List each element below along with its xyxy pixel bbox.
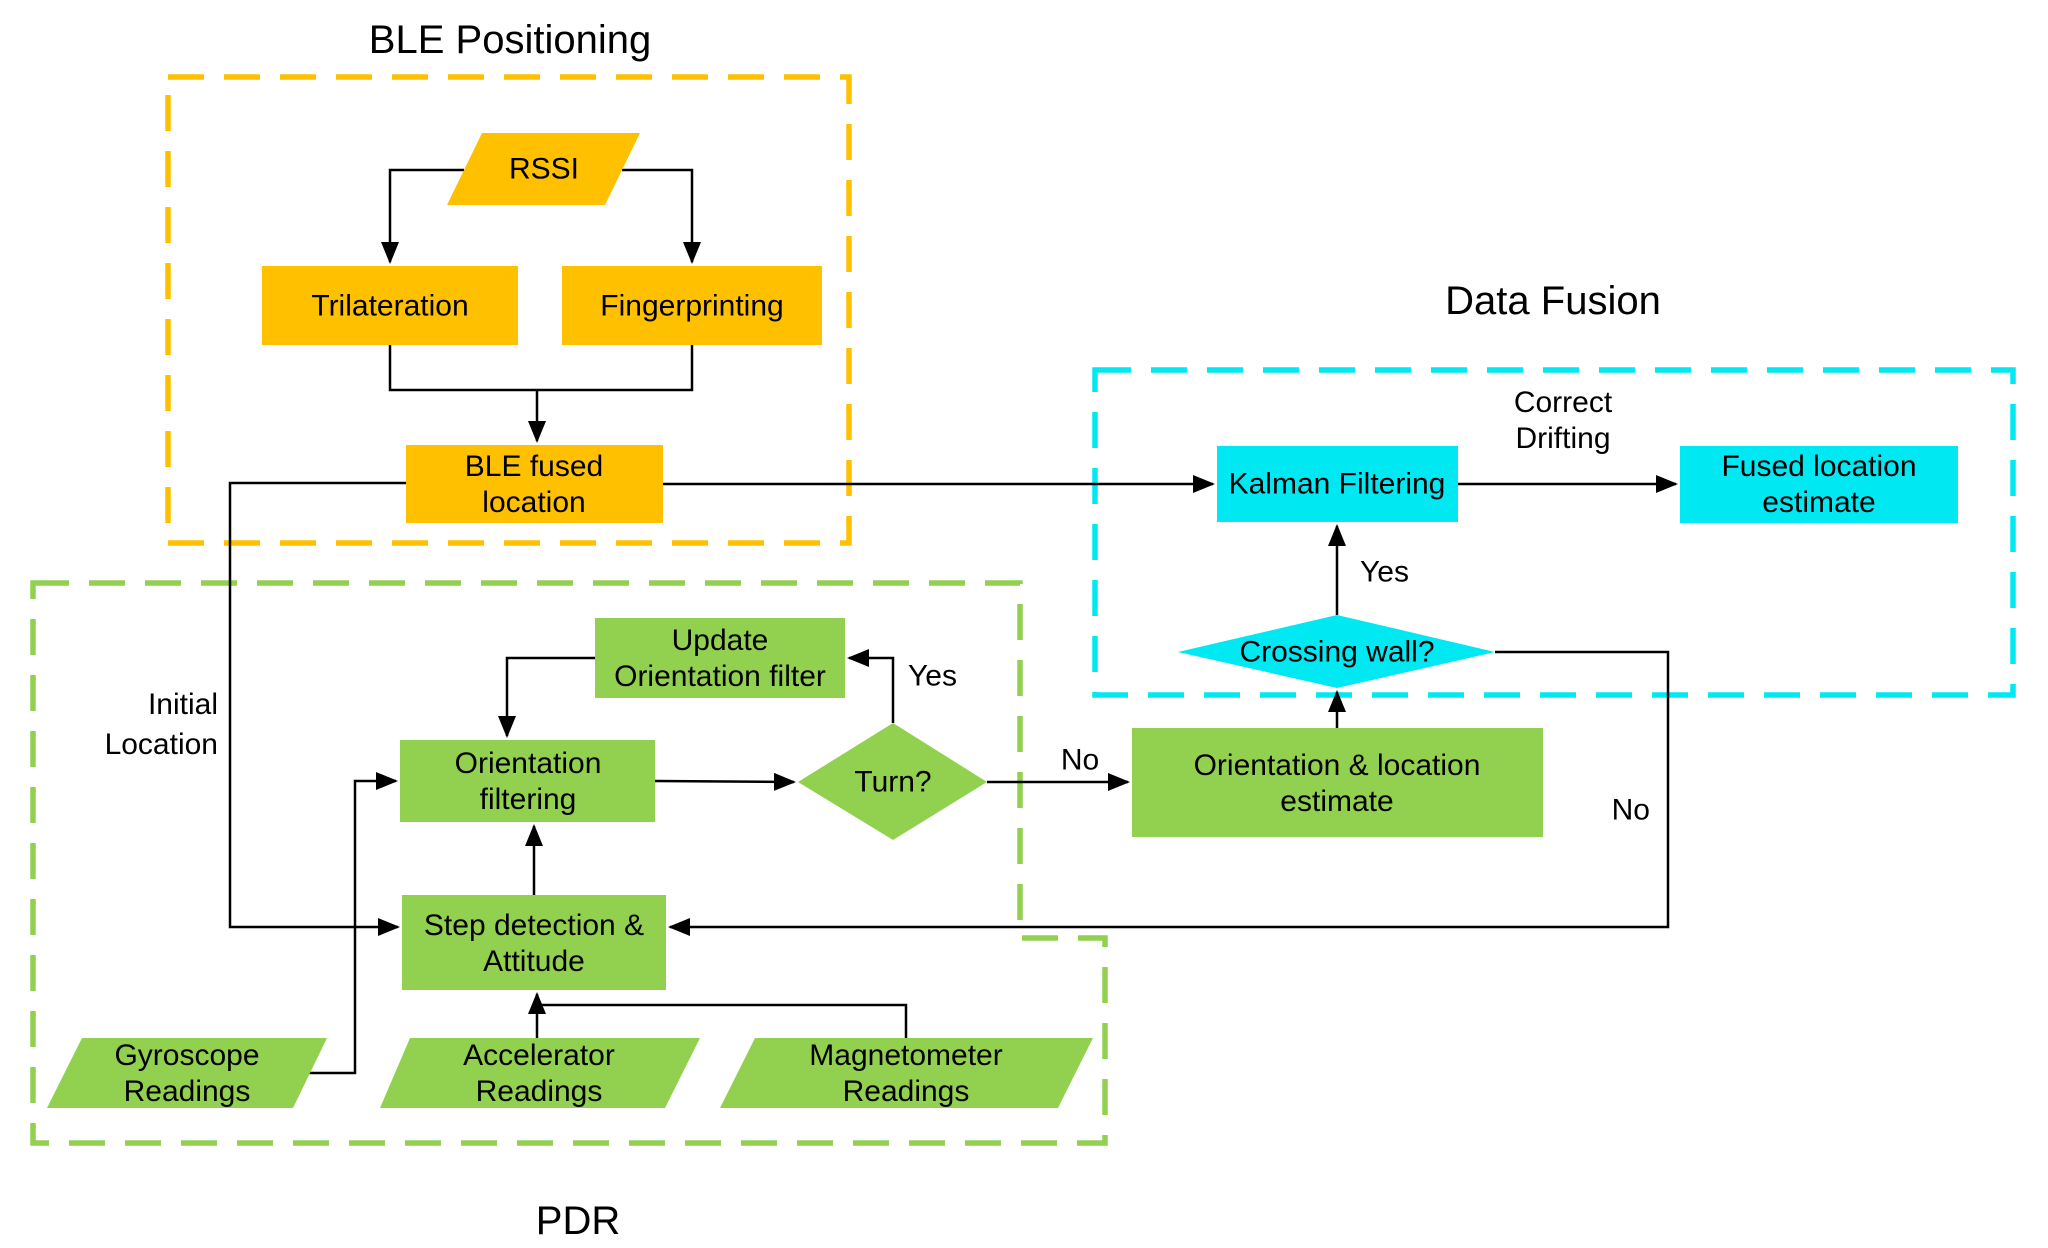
- ble-positioning-region-border: [165, 74, 852, 546]
- edge-update-orientation: [498, 656, 595, 738]
- edge-gyroscope-orientation: [307, 772, 398, 1075]
- node-trilateration: Trilateration: [262, 266, 518, 345]
- kalman-filtering-label: Kalman Filtering: [1229, 468, 1446, 501]
- yes-turn-label: Yes: [908, 660, 957, 693]
- accelerator-readings-parallelogram: [380, 1038, 700, 1108]
- connectors: [228, 168, 1678, 1075]
- data-fusion-title: Data Fusion: [1445, 279, 1661, 323]
- step-detection-label: Step detection &Attitude: [424, 909, 644, 978]
- ble-positioning-title: BLE Positioning: [369, 18, 651, 62]
- magnetometer-readings-parallelogram: [720, 1038, 1093, 1108]
- edge-rssi-trilateration: [381, 168, 464, 264]
- edge-crossing-wall-no-return: [668, 650, 1670, 936]
- edge-initial-location: [228, 481, 406, 936]
- node-rssi: RSSI: [447, 133, 640, 205]
- no-crossing-label: No: [1612, 794, 1650, 827]
- node-step-detection: Step detection &Attitude: [402, 895, 666, 990]
- edge-magnetometer-join: [537, 1003, 908, 1038]
- trilateration-rect: [262, 266, 518, 345]
- edge-turn-yes-update: [847, 649, 895, 723]
- trilateration-label: Trilateration: [311, 290, 468, 323]
- turn-diamond: [798, 723, 987, 840]
- fused-location-estimate-rect: [1680, 446, 1958, 523]
- orientation-location-estimate-rect: [1132, 728, 1543, 837]
- pdr-region-border: [30, 580, 1108, 1146]
- no-turn-label: No: [1061, 744, 1099, 777]
- pdr-title: PDR: [536, 1199, 620, 1243]
- fingerprinting-rect: [562, 266, 822, 345]
- fingerprinting-label: Fingerprinting: [600, 290, 783, 323]
- region-data-fusion: Data Fusion: [1092, 279, 2016, 698]
- node-crossing-wall: Crossing wall?: [1178, 615, 1495, 688]
- rssi-label: RSSI: [509, 153, 579, 186]
- orientation-filtering-rect: [400, 740, 655, 822]
- crossing-wall-diamond: [1178, 615, 1495, 688]
- update-orientation-filter-rect: [595, 618, 845, 698]
- turn-label: Turn?: [854, 766, 931, 799]
- edge-rssi-fingerprinting: [622, 168, 701, 264]
- edge-join-trilateration-fingerprinting: [388, 345, 694, 392]
- ble-fused-location-rect: [406, 445, 663, 523]
- step-detection-rect: [402, 895, 666, 990]
- region-ble-positioning: BLE Positioning: [165, 18, 852, 546]
- node-kalman-filtering: Kalman Filtering: [1217, 446, 1458, 522]
- yes-crossing-label: Yes: [1360, 556, 1409, 589]
- gyroscope-readings-parallelogram: [47, 1038, 327, 1108]
- edge-orientation-turn: [654, 772, 796, 791]
- crossing-wall-label: Crossing wall?: [1239, 636, 1434, 669]
- data-fusion-region-border: [1092, 367, 2016, 698]
- kalman-filtering-rect: [1217, 446, 1458, 522]
- region-pdr: PDR: [30, 580, 1108, 1243]
- node-fingerprinting: Fingerprinting: [562, 266, 822, 345]
- rssi-parallelogram: [447, 133, 640, 205]
- node-turn: Turn?: [798, 723, 987, 840]
